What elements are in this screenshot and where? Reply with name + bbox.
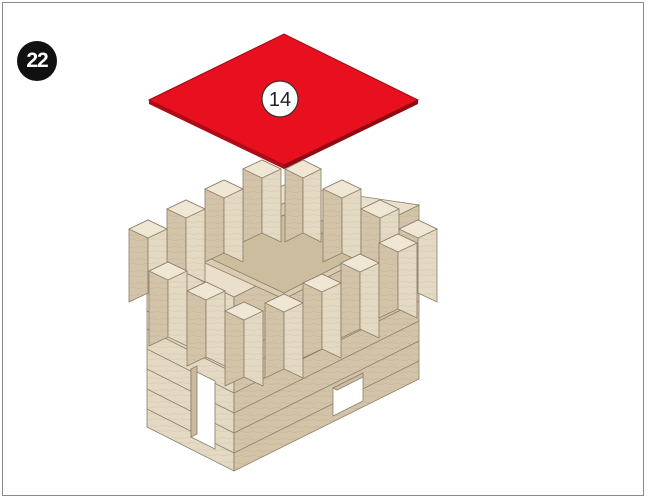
instruction-panel: 22 14 [2, 2, 644, 496]
part-number-label: 14 [269, 89, 291, 111]
castle-tower-illustration: 14 [3, 3, 645, 497]
red-roof-plate: 14 [149, 34, 418, 169]
